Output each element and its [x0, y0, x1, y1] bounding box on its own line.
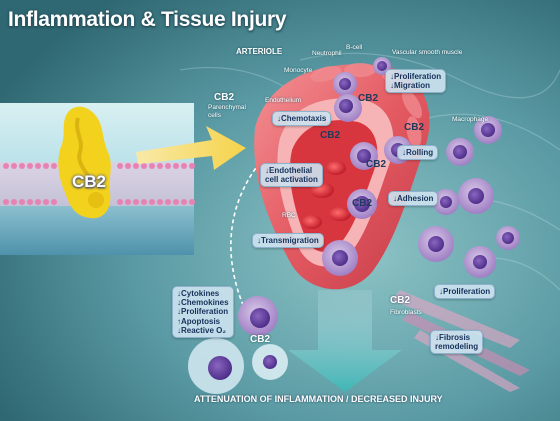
box-line: remodeling [435, 342, 479, 352]
cb2-tag-endothelium: CB2 [320, 130, 341, 141]
box-line: ↓Migration [390, 81, 430, 91]
vascular-smooth-muscle-label: Vascular smooth muscle [392, 49, 463, 56]
transmigration-box: ↓Transmigration [252, 233, 324, 249]
box-line: ↓Chemokines [177, 298, 229, 308]
figure-title: Inflammation & Tissue Injury [8, 8, 287, 31]
box-line: ↓Proliferation [390, 72, 442, 81]
rolling-box: ↓Rolling [397, 145, 439, 161]
endothelium-label: Endothelium [265, 97, 302, 104]
cb2-tag-leukocyte: CB2 [250, 334, 271, 345]
cb2-tag-rbc-area: CB2 [352, 198, 373, 209]
fibrosis-remodeling-box: ↓Fibrosis remodeling [430, 330, 484, 355]
attenuation-arrow [288, 290, 402, 392]
cb2-tag-monocyte: CB2 [358, 93, 379, 104]
box-line: ↓Reactive O₂ [177, 325, 226, 335]
box-line: ↓Proliferation [177, 307, 229, 317]
endothelial-activation-box: ↓Endothelial cell activation [260, 163, 323, 188]
monocyte-label: Monocyte [284, 67, 313, 74]
macrophage-label: Macrophage [452, 116, 489, 123]
box-line: ↑Apoptosis [177, 316, 221, 326]
box-line: ↓Cytokines [177, 289, 220, 298]
cytokines-box: ↓Cytokines ↓Chemokines ↓Proliferation ↑A… [172, 286, 234, 338]
chemotaxis-box: ↓Chemotaxis [272, 111, 332, 127]
adhesion-box: ↓Adhesion [388, 191, 439, 207]
dashed-arrow [230, 159, 263, 313]
box-line: ↓Rolling [402, 148, 434, 157]
cb2-tag-vessel: CB2 [404, 122, 425, 133]
box-line: ↓Endothelial [265, 166, 313, 175]
proliferation-migration-box: ↓Proliferation ↓Migration [385, 69, 447, 94]
rbc-label: RBC [282, 212, 296, 219]
bottom-caption: ATTENUATION OF INFLAMMATION / DECREASED … [194, 394, 443, 404]
box-line: ↓Fibrosis [435, 333, 471, 342]
cb2-tag-neutrophil: CB2 [366, 159, 387, 170]
parenchymal-cb2-label: CB2 [214, 92, 235, 103]
membrane-cb2-label: CB2 [72, 172, 107, 191]
box-line: cell activation [265, 175, 318, 185]
cb2-receptor [58, 106, 111, 219]
box-line: ↓Adhesion [393, 194, 434, 203]
box-line: ↓Proliferation [439, 287, 491, 296]
neutrophil-label: Neutrophil [312, 50, 342, 57]
fibroblast-cb2-label: CB2 [390, 295, 411, 306]
signal-arrow [136, 126, 246, 170]
box-line: ↓Transmigration [257, 236, 319, 245]
immune-cells [188, 57, 520, 394]
b-cell-label: B-cell [346, 44, 363, 51]
fibroblast-proliferation-box: ↓Proliferation [434, 284, 496, 300]
parenchymal-cells-label: Parenchymal cells [208, 104, 246, 119]
arteriole-label: ARTERIOLE [236, 47, 283, 56]
fibroblasts-label: Fibroblasts [390, 309, 422, 316]
box-line: ↓Chemotaxis [277, 114, 327, 123]
